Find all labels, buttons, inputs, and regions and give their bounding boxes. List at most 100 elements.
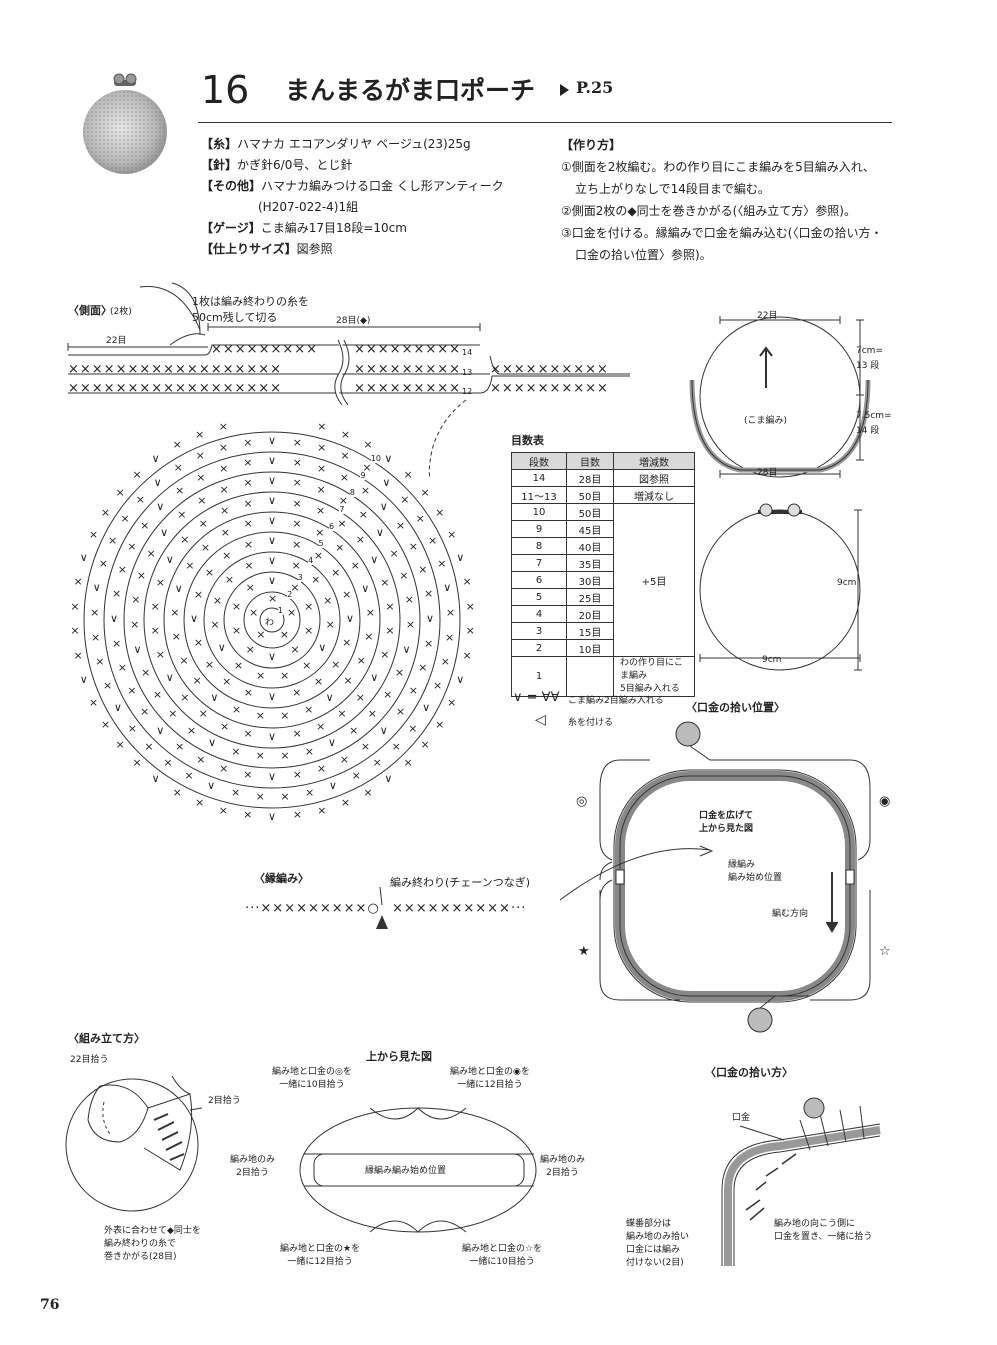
frame-method-note: 蝶番部分は [626, 1219, 672, 1229]
legend-join-icon: ◁ [535, 712, 546, 728]
size-width: 9cm [762, 655, 782, 665]
table-header: 増減数 [613, 452, 695, 470]
stitch-mark: × [255, 668, 266, 682]
edging-stitches: ××××××××× [260, 901, 368, 916]
stitch-mark: × [218, 440, 229, 454]
stitch-mark: × [394, 666, 405, 680]
table-cell: 7 [511, 554, 567, 572]
stitch-mark: × [304, 703, 314, 717]
stitch-mark: ∨ [456, 673, 465, 687]
stitch-mark: × [399, 569, 409, 583]
stitch-mark: × [339, 752, 349, 766]
stitch-mark: × [383, 688, 393, 702]
stitch-mark: × [433, 678, 443, 692]
stitch-mark: × [150, 624, 160, 638]
stitch-mark: × [292, 537, 302, 551]
mark-white-star-icon: ☆ [879, 944, 891, 959]
stitch-mark: × [184, 769, 194, 783]
side-chart-note: 1枚は編み終わりの糸を [192, 295, 309, 308]
frame-inner-label: 上から見た図 [699, 824, 754, 834]
frame-method-title: 〈口金の拾い方〉 [705, 1066, 793, 1079]
stitch-mark: ∨ [382, 475, 391, 489]
legend-inc-label: こま編み2目編み入れる [568, 696, 664, 706]
stitch-row-13-mid: ××××××××× [354, 362, 462, 377]
stitch-mark: ∨ [79, 550, 88, 564]
stitch-mark: × [141, 666, 151, 680]
stitch-mark: ∨ [456, 550, 465, 564]
stitch-mark: × [292, 455, 302, 469]
round-label: 8 [349, 487, 355, 497]
stitch-mark: ∨ [402, 642, 411, 656]
stitch-mark: × [360, 739, 371, 753]
top-view-text: 一緒に12目拾う [287, 1257, 353, 1267]
mark-fisheye-icon: ◉ [879, 794, 891, 809]
stitch-mark: × [108, 533, 118, 547]
stitch-mark: × [88, 527, 99, 541]
stitch-mark: ∨ [426, 612, 435, 625]
top-view-text: 編み地と口金の◎を [272, 1067, 352, 1077]
stitch-mark: × [363, 785, 373, 799]
stitch-mark: × [315, 526, 325, 540]
stitch-mark: × [279, 628, 289, 642]
stitch-mark: × [420, 485, 430, 499]
stitch-mark: × [131, 593, 141, 607]
stitch-mark: ∨ [217, 641, 226, 654]
side-chart-title: 〈側面〉 [68, 304, 112, 317]
stitch-mark: ∨ [325, 691, 334, 705]
table-cell-line: わの作り目にこま編み [620, 658, 683, 681]
stitch-mark: × [197, 493, 207, 507]
table-cell: 28目 [566, 469, 614, 487]
stitch-mark: ∨ [268, 730, 277, 743]
top-view-text: 一緒に12目拾う [457, 1080, 523, 1090]
round-label: 1 [277, 605, 283, 615]
stitch-mark: × [358, 508, 368, 522]
ring-center-label: わ [265, 618, 275, 628]
top-view-text: 一緒に10目拾う [279, 1080, 345, 1090]
stitch-mark: × [140, 519, 150, 533]
top-view-label: 編み地と口金の☆を一緒に10目拾う [462, 1243, 542, 1269]
stitch-mark: × [100, 505, 111, 519]
material-value: (H207-022-4)1組 [258, 200, 359, 214]
stitch-mark: ∨ [133, 642, 142, 656]
stitch-mark: × [218, 803, 228, 817]
stitch-mark: × [316, 762, 327, 776]
stitch-mark: × [280, 709, 290, 723]
stitch-mark: × [427, 533, 438, 547]
stitch-mark: × [180, 690, 190, 704]
stitch-mark: × [245, 642, 255, 656]
frame-method-note: 編み地のみ拾い [626, 1232, 690, 1242]
stitch-mark: × [311, 573, 321, 587]
side-chart-count: (2枚) [110, 307, 132, 317]
page-ref: P.25 [576, 78, 614, 97]
stitch-mark: × [195, 449, 205, 463]
stitch-mark: × [360, 484, 371, 498]
material-value: ハマナカ エコアンダリヤ ベージュ(23)25g [237, 137, 471, 151]
instructions-heading: 【作り方】 [561, 138, 622, 152]
stitch-mark: × [356, 653, 366, 667]
table-header: 段数 [511, 452, 567, 470]
stitch-mark: ∨ [384, 451, 393, 465]
stitch-mark: × [380, 575, 390, 589]
stitch-mark: × [405, 618, 416, 632]
stitch-mark: × [304, 745, 314, 759]
stitch-mark: × [316, 461, 327, 475]
stitch-mark: × [231, 623, 242, 637]
stitch-mark: × [132, 756, 142, 770]
stitch-mark: × [349, 723, 359, 737]
stitch-mark: × [230, 786, 241, 800]
table-header: 目数 [566, 452, 614, 470]
material-key: 【仕上りサイズ】 [201, 242, 297, 256]
frame-method-note: 付けない(2目) [626, 1258, 684, 1268]
stitch-mark: × [243, 476, 253, 490]
assembly-note: 編み終わりの糸で [104, 1239, 177, 1249]
stitch-mark: ∨ [268, 514, 277, 527]
frame-inner-label: 口金を広げて [699, 811, 754, 821]
page-title: まんまるがま口ポーチ [285, 76, 536, 105]
stitch-mark: × [218, 420, 228, 434]
round-label: 10 [370, 453, 381, 463]
stitch-mark: × [152, 688, 163, 702]
